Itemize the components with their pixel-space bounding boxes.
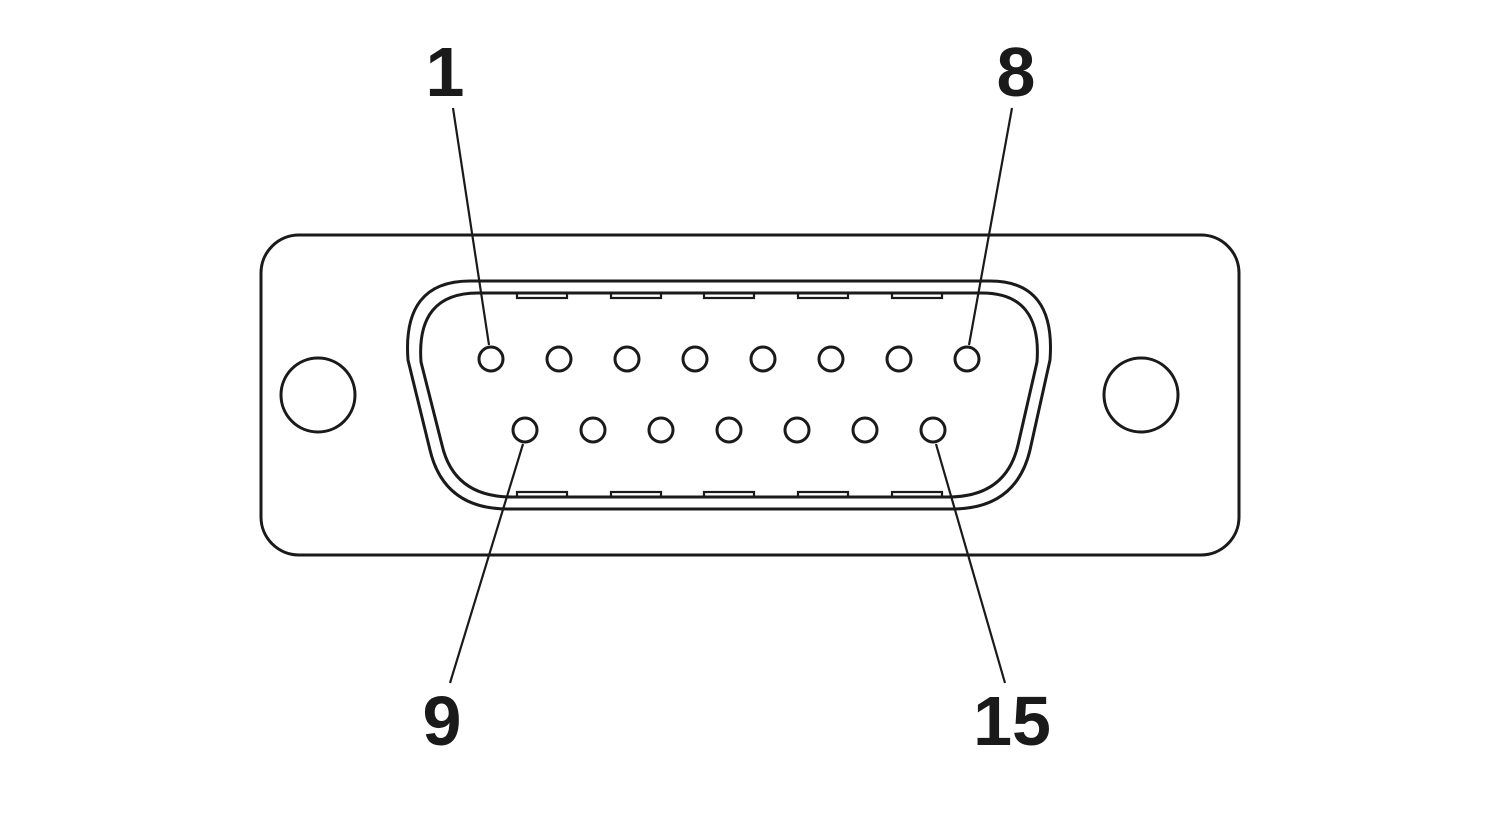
shell-tab-top-4 [796,291,850,300]
pin-5 [749,345,777,373]
pin-1 [477,345,505,373]
shell-tab-bottom-1 [515,490,569,499]
shell-tab-top-5 [890,291,944,300]
shell-tab-bottom-5 [890,490,944,499]
label-pin-1: 1 [426,33,465,111]
shell-tabs-top [515,291,944,300]
pin-row-bottom [511,416,947,444]
leader-line-pin-1 [451,107,491,346]
pin-2 [545,345,573,373]
shell-tab-bottom-4 [796,490,850,499]
d-shell-inner [419,291,1039,499]
shell-tab-top-1 [515,291,569,300]
pin-13 [783,416,811,444]
leader-line-pin-9 [448,443,525,684]
pin-6 [817,345,845,373]
shell-tab-top-2 [609,291,663,300]
pin-row-top [477,345,981,373]
pin-9 [511,416,539,444]
pin-7 [885,345,913,373]
label-pin-15: 15 [973,682,1051,760]
d-shell-outer [406,279,1052,511]
shell-tab-top-3 [702,291,756,300]
pin-12 [715,416,743,444]
mounting-hole-right [1102,356,1180,434]
connector-flange [259,233,1241,557]
mounting-hole-left [279,356,357,434]
pin-14 [851,416,879,444]
shell-tabs-bottom [515,490,944,499]
shell-tab-bottom-2 [609,490,663,499]
pin-15 [919,416,947,444]
leader-line-pin-15 [934,443,1007,684]
label-pin-9: 9 [423,682,462,760]
pin-11 [647,416,675,444]
pin-8 [953,345,981,373]
shell-tab-bottom-3 [702,490,756,499]
pin-4 [681,345,709,373]
leader-line-pin-8 [967,107,1014,346]
label-pin-8: 8 [997,33,1036,111]
pin-10 [579,416,607,444]
pin-3 [613,345,641,373]
